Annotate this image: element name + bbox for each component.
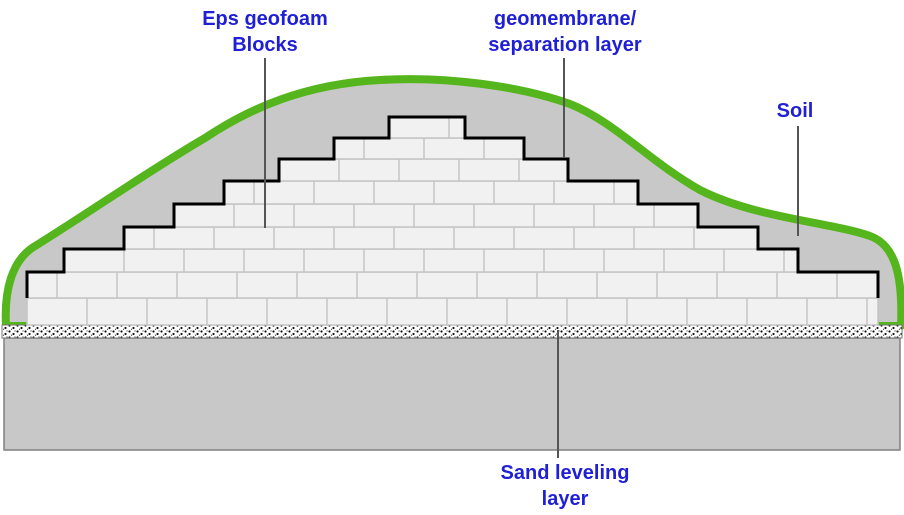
geomembrane-label: geomembrane/ separation layer: [455, 6, 675, 58]
eps-block-tier: [388, 116, 466, 139]
eps-block-tier: [123, 226, 759, 250]
geomembrane-line: [25, 115, 880, 298]
eps-geofoam-blocks-label: Eps geofoam Blocks: [180, 6, 350, 58]
sand-leveling-layer-label: Sand leveling layer: [470, 460, 660, 512]
eps-block-tier: [26, 271, 879, 299]
eps-block-tier: [173, 203, 699, 228]
eps-block-tier: [278, 158, 569, 182]
eps-block-tier: [63, 248, 799, 273]
eps-block-stack: [26, 116, 879, 326]
soil-label: Soil: [760, 98, 830, 124]
eps-label-line-2: Blocks: [232, 34, 298, 56]
eps-block-tier: [223, 180, 639, 205]
sand-label-line-1: Sand leveling: [500, 462, 630, 484]
eps-block-tier: [26, 297, 879, 326]
geomembrane-label-line-2: separation layer: [488, 34, 642, 56]
sand-label-line-2: layer: [541, 488, 589, 510]
eps-label-line-1: Eps geofoam: [202, 8, 328, 30]
sand-leveling-strip: [1, 324, 903, 339]
geomembrane-label-line-1: geomembrane/: [493, 8, 637, 30]
eps-block-tier: [333, 137, 525, 160]
foundation-ground: [3, 337, 901, 451]
soil-label-line-1: Soil: [776, 100, 814, 122]
